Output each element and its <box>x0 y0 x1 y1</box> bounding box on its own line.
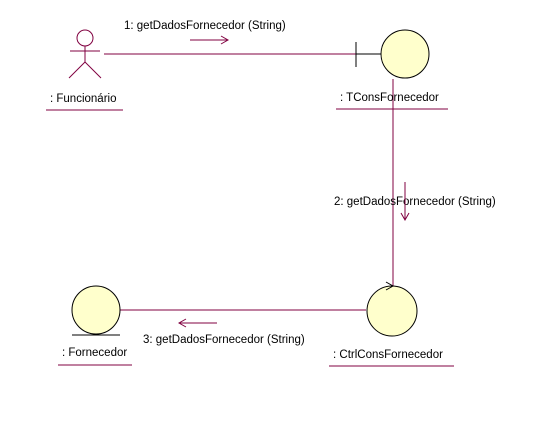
arrow-down-icon <box>400 182 410 222</box>
message-3[interactable]: 3: getDadosFornecedor (String) <box>143 318 305 346</box>
forn-label: : Fornecedor <box>62 347 127 359</box>
message-2-label: 2: getDadosFornecedor (String) <box>334 196 496 208</box>
message-2[interactable]: 2: getDadosFornecedor (String) <box>334 182 496 222</box>
object-fornecedor[interactable]: : Fornecedor <box>58 285 132 366</box>
actor-funcionario[interactable]: : Funcionário <box>46 29 123 111</box>
actor-label: : Funcionário <box>50 93 116 105</box>
message-1-label: 1: getDadosFornecedor (String) <box>124 20 286 32</box>
arrow-right-icon <box>190 35 230 45</box>
boundary-object-icon <box>355 29 430 79</box>
message-1[interactable]: 1: getDadosFornecedor (String) <box>124 20 286 45</box>
ctrl-label: : CtrlConsFornecedor <box>333 349 443 361</box>
arrow-left-icon <box>177 318 217 328</box>
object-tcons-fornecedor[interactable]: : TConsFornecedor <box>336 29 448 110</box>
message-3-label: 3: getDadosFornecedor (String) <box>143 334 305 346</box>
object-ctrl-cons-fornecedor[interactable]: : CtrlConsFornecedor <box>329 281 454 367</box>
tcons-label: : TConsFornecedor <box>340 92 439 104</box>
entity-object-icon <box>71 285 121 336</box>
control-object-icon <box>366 281 418 337</box>
stick-figure-actor-icon <box>68 29 102 79</box>
